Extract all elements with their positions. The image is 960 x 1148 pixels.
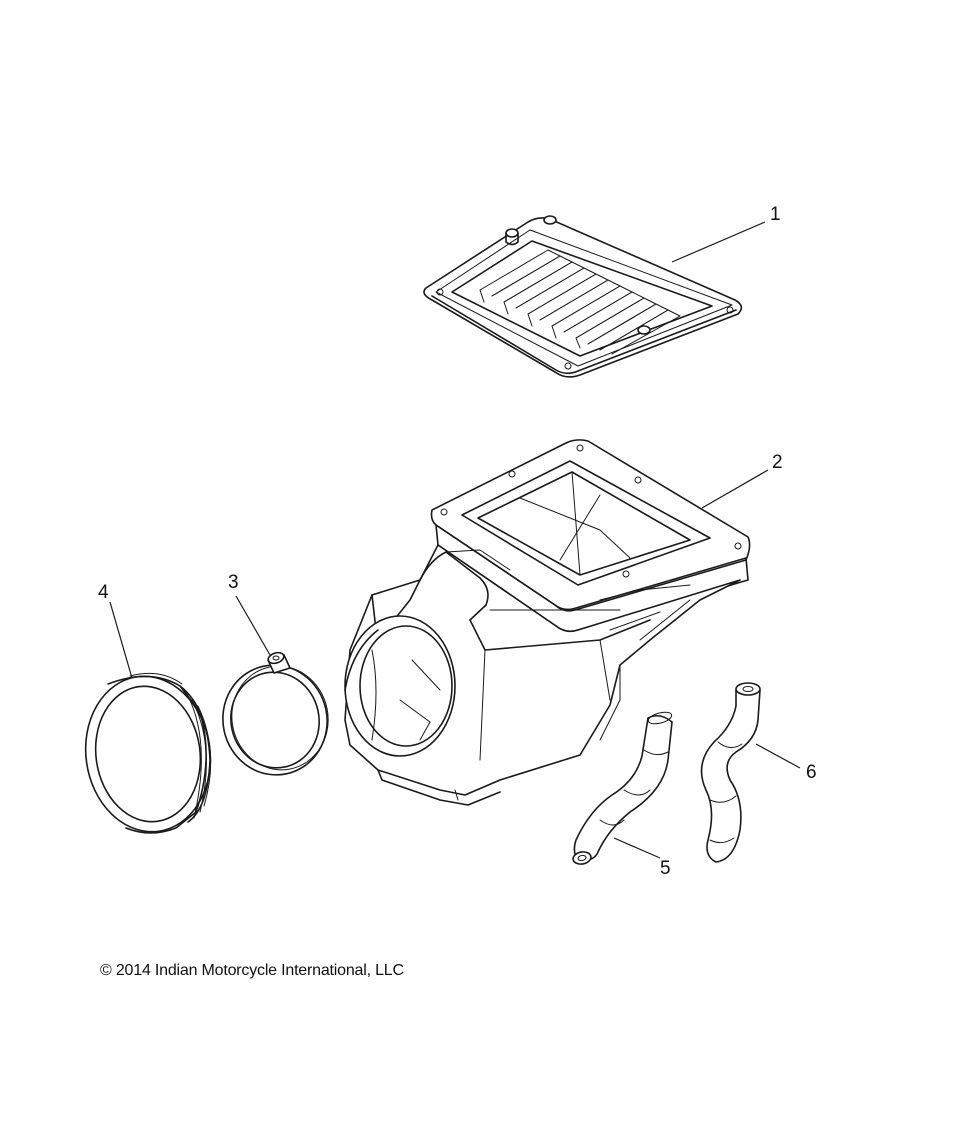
part-2-air-box: 2 xyxy=(344,439,783,806)
part-5-hose: 5 xyxy=(572,711,673,879)
part-6-hose: 6 xyxy=(700,682,817,863)
copyright-notice: © 2014 Indian Motorcycle International, … xyxy=(100,962,404,980)
callout-6: 6 xyxy=(806,762,817,783)
part-3-hose-clamp: 3 xyxy=(222,572,329,776)
callout-1: 1 xyxy=(770,204,781,225)
callout-3: 3 xyxy=(228,572,239,593)
callout-2: 2 xyxy=(772,452,783,473)
callout-5: 5 xyxy=(660,858,671,879)
part-1-air-filter: 1 xyxy=(423,204,781,378)
callout-4: 4 xyxy=(98,582,109,603)
copyright-symbol: © xyxy=(100,962,112,979)
copyright-text: 2014 Indian Motorcycle International, LL… xyxy=(115,962,404,979)
part-4-intake-coupler: 4 xyxy=(84,582,212,834)
